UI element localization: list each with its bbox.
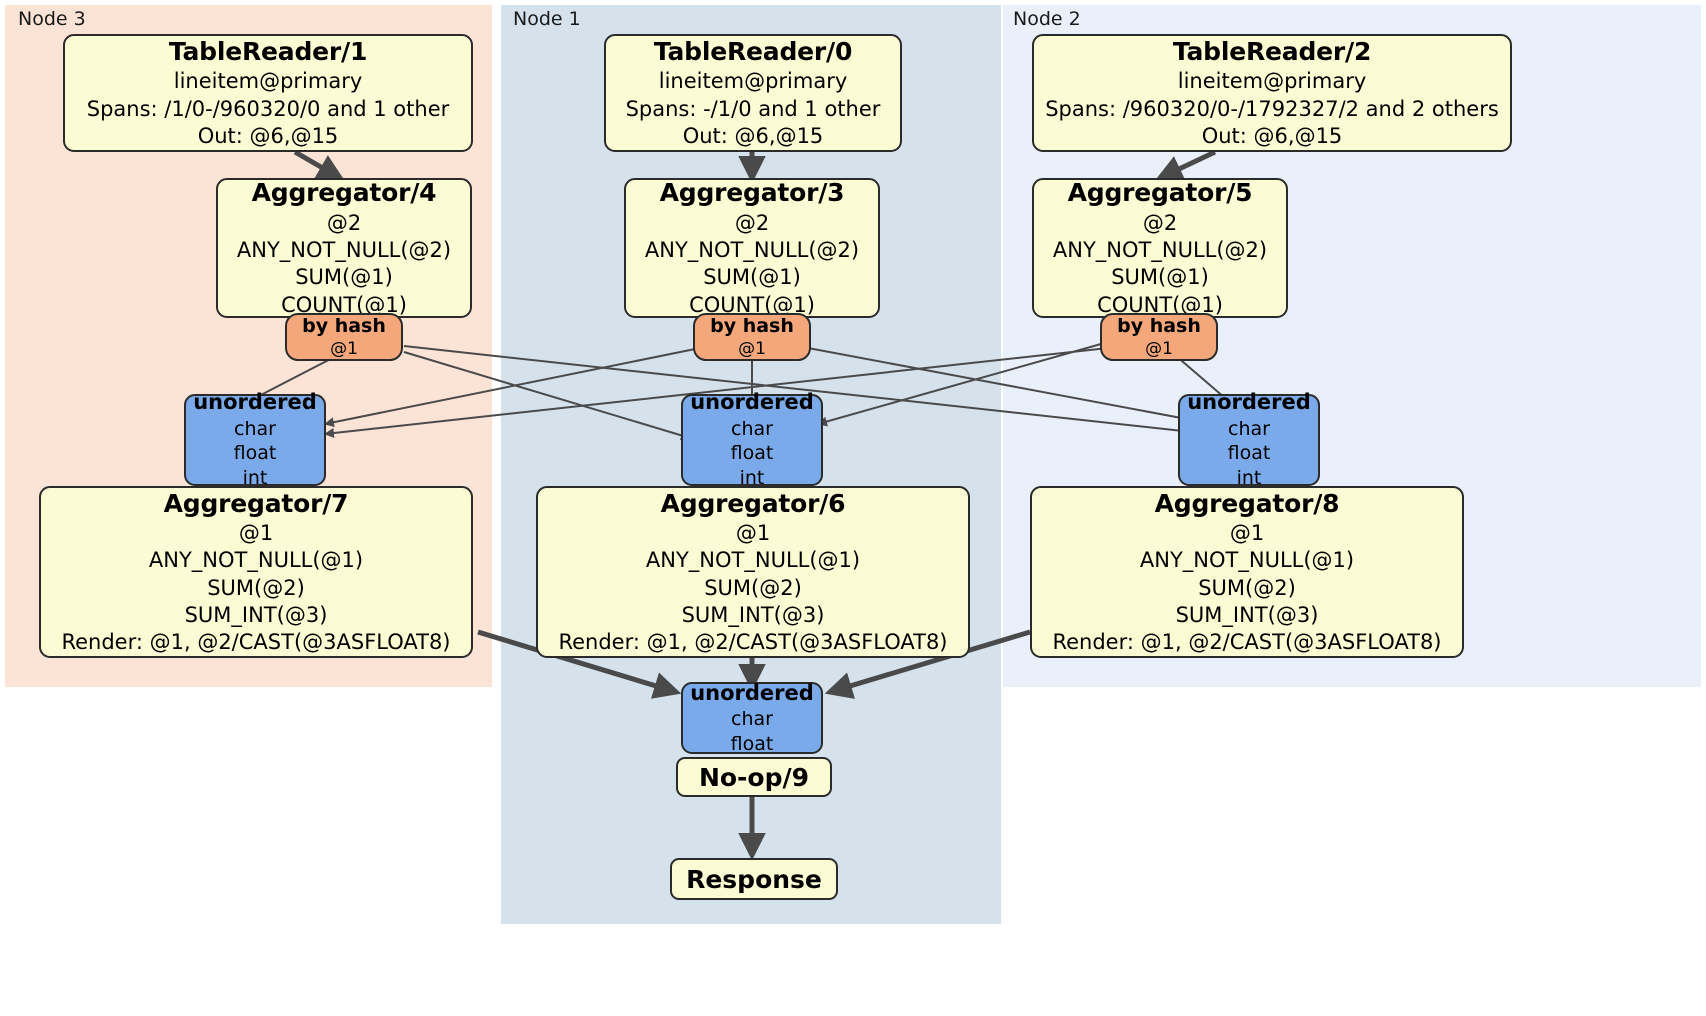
router-by-hash-center[interactable]: by hash @1 [693,313,811,361]
processor-line: @2 [1142,210,1178,235]
processor-line: ANY_NOT_NULL(@2) [1052,237,1268,262]
synchronizer-line: char [234,417,276,440]
synchronizer-line: char [731,707,773,730]
processor-line: @1 [238,521,274,546]
processor-title: Aggregator/5 [1067,178,1253,208]
processor-line: COUNT(@1) [1097,292,1223,317]
processor-line: SUM(@1) [295,265,393,290]
processor-line: lineitem@primary [1177,69,1367,94]
processor-aggregator-6[interactable]: Aggregator/6 @1 ANY_NOT_NULL(@1) SUM(@2)… [536,486,970,658]
processor-line: SUM(@2) [1198,575,1296,600]
processor-line: Render: @1, @2/CAST(@3ASFLOAT8) [61,630,451,655]
processor-line: Spans: /1/0-/960320/0 and 1 other [86,96,450,121]
processor-line: lineitem@primary [658,69,848,94]
node-label-node3: Node 3 [18,8,86,30]
synchronizer-line: char [731,417,773,440]
processor-line: @2 [734,210,770,235]
synchronizer-line: int [739,467,765,489]
synchronizer-title: unordered [690,390,814,415]
processor-line: SUM_INT(@3) [1175,602,1319,627]
processor-aggregator-3[interactable]: Aggregator/3 @2 ANY_NOT_NULL(@2) SUM(@1)… [624,178,880,318]
processor-line: @1 [1229,521,1265,546]
router-line: @1 [330,339,358,360]
processor-aggregator-4[interactable]: Aggregator/4 @2 ANY_NOT_NULL(@2) SUM(@1)… [216,178,472,318]
processor-line: SUM(@1) [1111,265,1209,290]
processor-line: Render: @1, @2/CAST(@3ASFLOAT8) [1052,630,1442,655]
processor-line: SUM(@2) [207,575,305,600]
processor-line: Render: @1, @2/CAST(@3ASFLOAT8) [558,630,948,655]
processor-aggregator-8[interactable]: Aggregator/8 @1 ANY_NOT_NULL(@1) SUM(@2)… [1030,486,1464,658]
processor-response[interactable]: Response [670,858,838,900]
synchronizer-unordered-center[interactable]: unordered char float int [681,390,823,489]
processor-line: Out: @6,@15 [197,123,339,148]
processor-line: ANY_NOT_NULL(@2) [644,237,860,262]
synchronizer-line: float [730,442,774,465]
processor-line: @1 [735,521,771,546]
synchronizer-line: int [242,467,268,489]
processor-title: TableReader/1 [168,36,368,66]
processor-title: Aggregator/3 [659,178,845,208]
processor-line: @2 [326,210,362,235]
node-label-node1: Node 1 [513,8,581,30]
synchronizer-title: unordered [690,680,814,705]
synchronizer-unordered-final[interactable]: unordered char float [681,680,823,755]
synchronizer-title: unordered [193,390,317,415]
processor-line: SUM_INT(@3) [184,602,328,627]
processor-table-reader-2[interactable]: TableReader/2 lineitem@primary Spans: /9… [1032,34,1512,152]
synchronizer-line: int [1236,467,1262,489]
synchronizer-line: float [1227,442,1271,465]
router-title: by hash [710,314,794,337]
processor-line: Out: @6,@15 [682,123,824,148]
processor-title: TableReader/0 [653,36,853,66]
synchronizer-line: float [730,732,774,755]
processor-line: COUNT(@1) [689,292,815,317]
synchronizer-line: char [1228,417,1270,440]
synchronizer-unordered-left[interactable]: unordered char float int [184,390,326,489]
router-by-hash-right[interactable]: by hash @1 [1100,313,1218,361]
processor-line: COUNT(@1) [281,292,407,317]
synchronizer-title: unordered [1187,390,1311,415]
processor-title: Response [686,864,822,894]
processor-line: ANY_NOT_NULL(@2) [236,237,452,262]
processor-line: ANY_NOT_NULL(@1) [148,548,364,573]
processor-table-reader-1[interactable]: TableReader/1 lineitem@primary Spans: /1… [63,34,473,152]
processor-aggregator-7[interactable]: Aggregator/7 @1 ANY_NOT_NULL(@1) SUM(@2)… [39,486,473,658]
processor-title: No-op/9 [698,762,810,792]
synchronizer-line: float [233,442,277,465]
processor-line: SUM(@2) [704,575,802,600]
processor-no-op-9[interactable]: No-op/9 [676,757,832,797]
processor-line: SUM(@1) [703,265,801,290]
router-title: by hash [302,314,386,337]
processor-title: Aggregator/6 [660,488,846,518]
processor-table-reader-0[interactable]: TableReader/0 lineitem@primary Spans: -/… [604,34,902,152]
router-line: @1 [738,339,766,360]
processor-line: Out: @6,@15 [1201,123,1343,148]
processor-line: Spans: /960320/0-/1792327/2 and 2 others [1045,96,1499,121]
processor-line: ANY_NOT_NULL(@1) [645,548,861,573]
synchronizer-unordered-right[interactable]: unordered char float int [1178,390,1320,489]
processor-line: Spans: -/1/0 and 1 other [625,96,881,121]
processor-line: ANY_NOT_NULL(@1) [1139,548,1355,573]
processor-aggregator-5[interactable]: Aggregator/5 @2 ANY_NOT_NULL(@2) SUM(@1)… [1032,178,1288,318]
processor-title: TableReader/2 [1172,36,1372,66]
processor-title: Aggregator/7 [163,488,349,518]
node-label-node2: Node 2 [1013,8,1081,30]
processor-line: SUM_INT(@3) [681,602,825,627]
processor-title: Aggregator/8 [1154,488,1340,518]
router-title: by hash [1117,314,1201,337]
router-by-hash-left[interactable]: by hash @1 [285,313,403,361]
processor-title: Aggregator/4 [251,178,437,208]
processor-line: lineitem@primary [173,69,363,94]
router-line: @1 [1145,339,1173,360]
